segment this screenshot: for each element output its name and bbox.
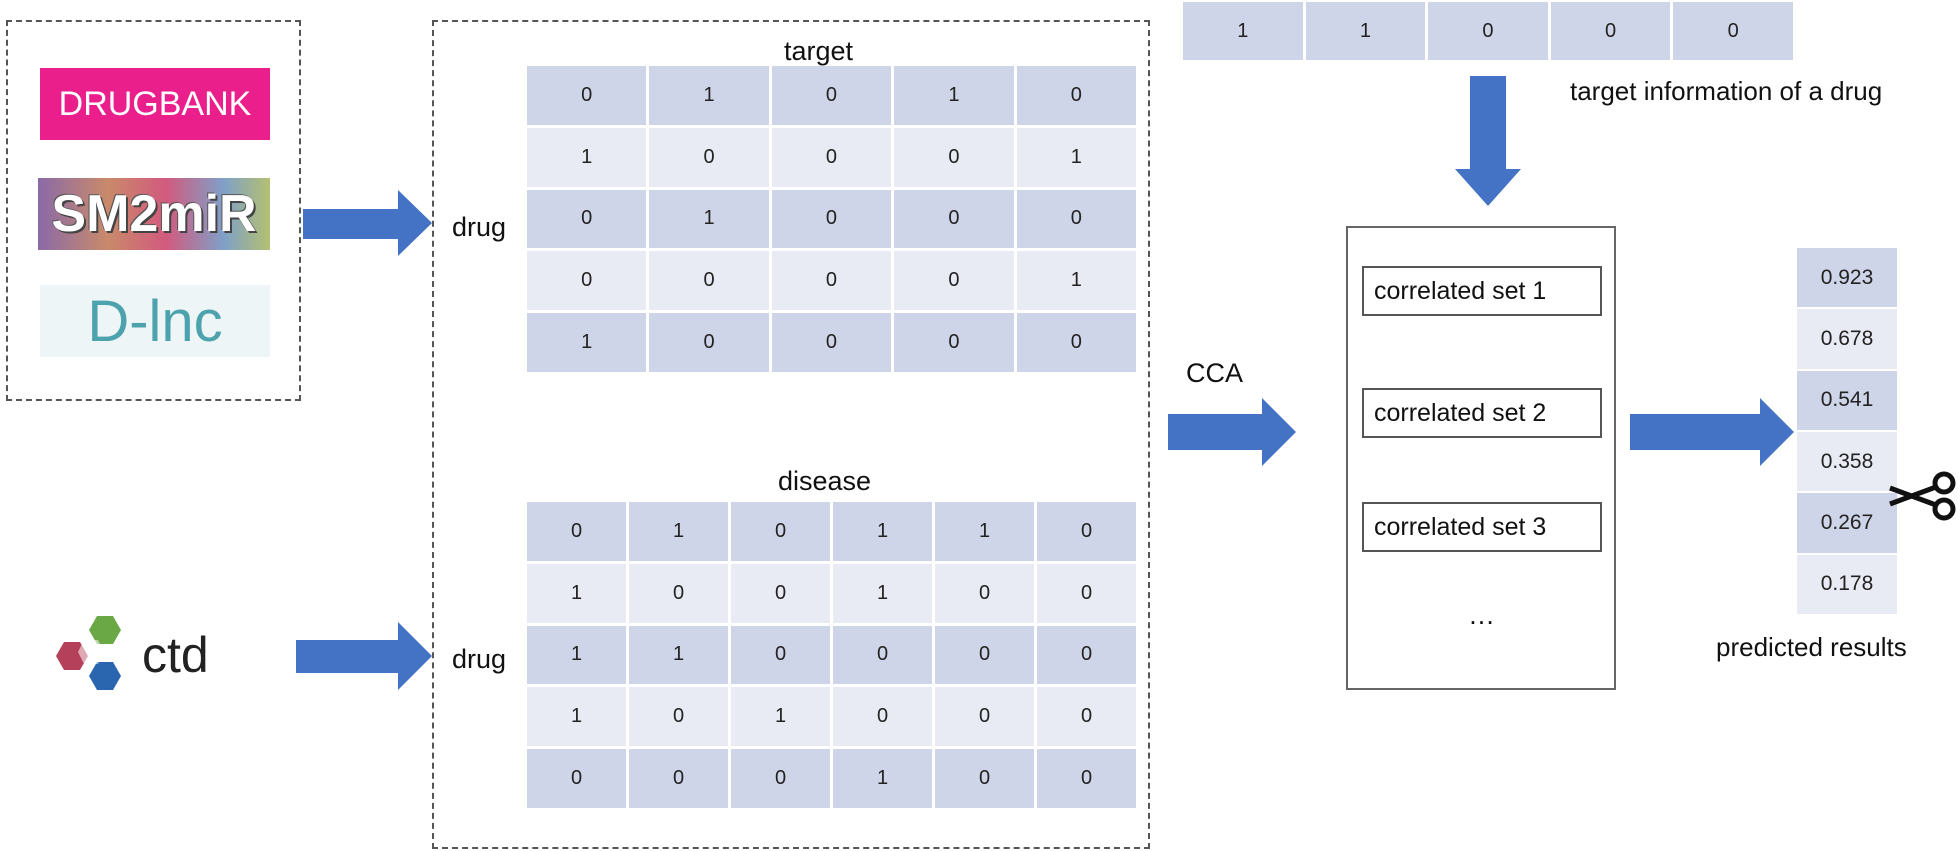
disease-matrix-cell: 1 (833, 502, 932, 561)
predicted-result-value: 0.678 (1797, 309, 1897, 369)
target-vector-caption: target information of a drug (1570, 76, 1883, 106)
disease-matrix-cell: 0 (935, 749, 1034, 808)
target-matrix-cell: 0 (1016, 313, 1136, 372)
disease-matrix-cell: 1 (731, 687, 830, 747)
target-matrix-cell: 0 (649, 251, 769, 311)
arrow-matrices-to-cca (1168, 398, 1296, 466)
target-matrix-cell: 0 (649, 313, 769, 372)
predicted-result-value: 0.923 (1797, 248, 1897, 308)
target-matrix-cell: 0 (894, 189, 1014, 249)
target-matrix-cell: 0 (894, 251, 1014, 311)
target-matrix-title: target (784, 36, 854, 66)
ctd-hexagon-icon (56, 616, 121, 690)
disease-matrix-cell: 0 (527, 502, 626, 561)
target-vector-cell: 0 (1428, 2, 1548, 60)
disease-matrix-cell: 0 (731, 625, 830, 685)
cca-ellipsis: … (1468, 600, 1495, 630)
target-matrix-cell: 0 (527, 251, 647, 311)
arrow-vector-to-cca (1455, 76, 1521, 206)
target-matrix-cell: 0 (771, 313, 892, 372)
disease-matrix-cell: 0 (1037, 687, 1136, 747)
predicted-result-value: 0.358 (1797, 431, 1897, 492)
disease-matrix-cell: 1 (935, 502, 1034, 561)
correlated-set-3: correlated set 3 (1362, 502, 1602, 552)
target-matrix-cell: 1 (894, 66, 1014, 125)
target-matrix-cell: 0 (771, 251, 892, 311)
disease-matrix-cell: 0 (1037, 749, 1136, 808)
sm2mir-logo-text: SM2miR (51, 185, 257, 243)
disease-matrix-row-label: drug (452, 644, 507, 674)
drugbank-logo: DRUGBANK (40, 68, 270, 140)
disease-matrix-cell: 1 (527, 625, 626, 685)
disease-matrix-cell: 1 (527, 563, 626, 623)
sm2mir-logo: SM2miR (38, 178, 270, 250)
predicted-result-value: 0.541 (1797, 370, 1897, 430)
disease-matrix-cell: 1 (833, 563, 932, 623)
disease-matrix-cell: 1 (527, 687, 626, 747)
disease-matrix-cell: 0 (1037, 502, 1136, 561)
target-matrix-row-label: drug (452, 212, 507, 242)
disease-matrix-title: disease (778, 466, 872, 496)
arrow-cca-to-results (1630, 398, 1794, 466)
target-vector-cell: 0 (1550, 2, 1671, 60)
target-matrix-cell: 1 (527, 127, 647, 187)
disease-matrix-cell: 0 (629, 687, 728, 747)
disease-matrix-cell: 1 (629, 625, 728, 685)
dlnc-logo-text: D-lnc (87, 288, 223, 354)
correlated-set-1: correlated set 1 (1362, 266, 1602, 316)
disease-matrix-cell: 1 (833, 749, 932, 808)
target-matrix-cell: 0 (771, 127, 892, 187)
disease-matrix-cell: 0 (1037, 563, 1136, 623)
predicted-result-value: 0.267 (1797, 493, 1897, 553)
disease-matrix-cell: 0 (935, 563, 1034, 623)
disease-matrix-cell: 0 (731, 749, 830, 808)
disease-matrix-cell: 0 (731, 563, 830, 623)
dlnc-logo: D-lnc (40, 285, 270, 357)
top-sources-box (6, 20, 301, 401)
target-matrix-cell: 1 (1016, 127, 1136, 187)
target-matrix-cell: 0 (527, 189, 647, 249)
predicted-results-caption: predicted results (1716, 632, 1907, 662)
disease-matrix-cell: 0 (1037, 625, 1136, 685)
target-matrix-cell: 1 (1016, 251, 1136, 311)
target-vector-cell: 0 (1673, 2, 1793, 60)
target-matrix-cell: 1 (649, 66, 769, 125)
target-vector-cell: 1 (1305, 2, 1426, 60)
predicted-result-value: 0.178 (1797, 554, 1897, 614)
disease-matrix-cell: 0 (731, 502, 830, 561)
drugbank-logo-text: DRUGBANK (58, 84, 252, 123)
disease-matrix-cell: 0 (629, 563, 728, 623)
ctd-logo-text: ctd (142, 627, 209, 683)
disease-matrix-cell: 0 (935, 687, 1034, 747)
target-matrix-cell: 1 (649, 189, 769, 249)
target-matrix-cell: 0 (771, 189, 892, 249)
target-matrix-cell: 0 (771, 66, 892, 125)
target-matrix-cell: 0 (1016, 66, 1136, 125)
target-matrix-cell: 0 (649, 127, 769, 187)
target-vector-cell: 1 (1183, 2, 1303, 60)
disease-matrix-cell: 0 (833, 687, 932, 747)
disease-matrix-cell: 0 (629, 749, 728, 808)
disease-matrix-cell: 0 (833, 625, 932, 685)
target-matrix-cell: 1 (527, 313, 647, 372)
arrow-sources-to-target (303, 190, 432, 256)
disease-matrix-cell: 1 (629, 502, 728, 561)
arrow-ctd-to-disease (296, 622, 432, 690)
disease-matrix-cell: 0 (527, 749, 626, 808)
cca-label: CCA (1186, 358, 1244, 388)
disease-matrix-cell: 0 (935, 625, 1034, 685)
scissors-icon (1889, 471, 1956, 521)
ctd-logo: ctd (42, 612, 252, 698)
matrices-box (432, 20, 1150, 849)
correlated-set-2: correlated set 2 (1362, 388, 1602, 438)
target-matrix-cell: 0 (894, 313, 1014, 372)
target-matrix-cell: 0 (894, 127, 1014, 187)
target-matrix-cell: 0 (527, 66, 647, 125)
target-matrix-cell: 0 (1016, 189, 1136, 249)
